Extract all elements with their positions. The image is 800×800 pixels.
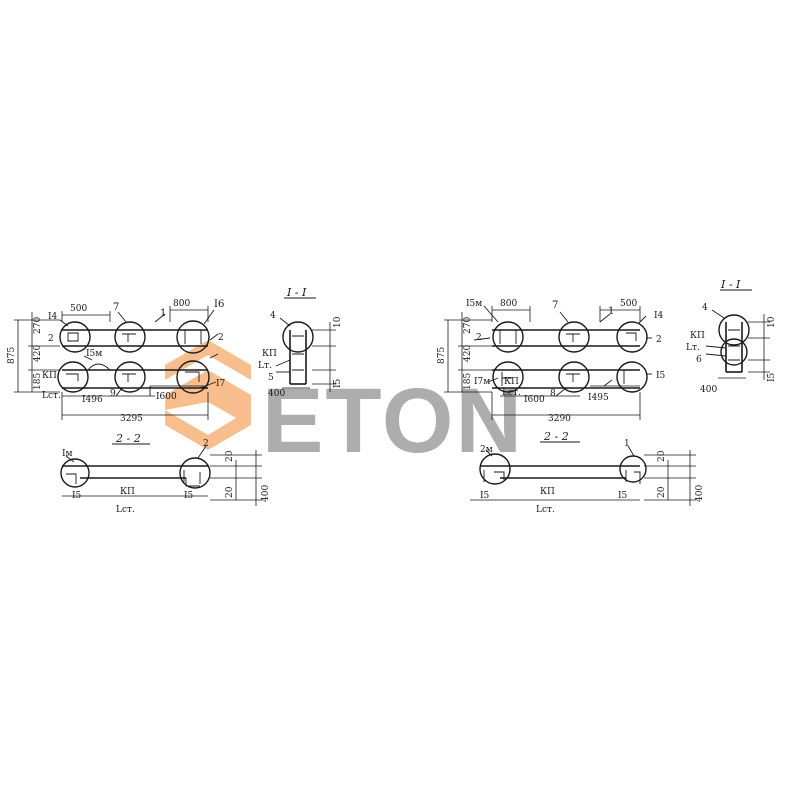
dim-3290-right: 3290 bbox=[548, 414, 571, 424]
note-kp-right: КП bbox=[504, 377, 519, 387]
dim-875: 875 bbox=[7, 347, 17, 364]
watermark-text: ETON bbox=[262, 370, 524, 472]
callout-2a-right: 2 bbox=[476, 333, 482, 343]
dim-420-right: 420 bbox=[463, 345, 473, 362]
callout-9: 9 bbox=[110, 389, 116, 399]
dim-1496: I496 bbox=[82, 395, 103, 405]
callout-7-right: 7 bbox=[552, 300, 558, 311]
dim-15s2-right: I5 bbox=[618, 491, 628, 501]
note-lst2-right: Lст. bbox=[536, 505, 555, 515]
dim-20b-left: 20 bbox=[225, 486, 235, 498]
dim-800-right: 800 bbox=[500, 299, 517, 309]
callout-14: I4 bbox=[48, 312, 58, 322]
section-2-title-left: 2 - 2 bbox=[115, 432, 141, 445]
right-section-1 bbox=[705, 289, 770, 380]
dim-15-right: I5 bbox=[767, 372, 777, 382]
dim-3295: 3295 bbox=[120, 414, 143, 424]
left-section-2-labels: 2 - 2 Iм 2 I5 КП Lст. I5 20 20 400 bbox=[62, 432, 271, 515]
note-lst2-left: Lст. bbox=[116, 505, 135, 515]
callout-17m-right: I7м bbox=[474, 377, 490, 387]
section-2-title-right: 2 - 2 bbox=[543, 430, 569, 443]
callout-2b: 2 bbox=[218, 333, 224, 343]
callout-1: 1 bbox=[160, 308, 166, 319]
watermark: ETON bbox=[165, 340, 524, 472]
note-kp: КП bbox=[42, 371, 57, 381]
watermark-logo-icon bbox=[165, 340, 251, 450]
dim-1495-right: I495 bbox=[588, 393, 609, 403]
right-plan-labels: I5м 800 7 1 500 I4 2 2 I7м КП Lст. I600 … bbox=[437, 299, 666, 424]
note-lst1-left: Lт. bbox=[258, 361, 272, 371]
right-plan bbox=[444, 305, 652, 420]
right-section-2-labels: 2 - 2 2м 1 I5 КП Lст. I5 20 20 400 bbox=[480, 430, 705, 515]
note-lst1-right: Lт. bbox=[686, 343, 700, 353]
callout-14-right: I4 bbox=[654, 311, 664, 321]
dim-400-right: 400 bbox=[700, 385, 717, 395]
right-section-1-labels: I - I 4 10 КП Lт. 6 400 I5 bbox=[686, 278, 777, 395]
note-kp1-right: КП bbox=[690, 331, 705, 341]
callout-15m-right: I5м bbox=[466, 299, 482, 309]
dim-400s-right: 400 bbox=[695, 485, 705, 502]
left-section-1 bbox=[275, 297, 336, 392]
dim-400s-left: 400 bbox=[261, 485, 271, 502]
note-kp2-right: КП bbox=[540, 487, 555, 497]
dim-10-right: 10 bbox=[767, 316, 777, 328]
callout-5-left: 5 bbox=[268, 373, 274, 383]
dim-15s-right: I5 bbox=[480, 491, 490, 501]
callout-16: I6 bbox=[214, 299, 224, 310]
dim-270: 270 bbox=[33, 317, 43, 334]
dim-185-right: 185 bbox=[463, 373, 473, 390]
dim-15s2-left: I5 bbox=[184, 491, 194, 501]
dim-185: 185 bbox=[33, 373, 43, 390]
left-plan-labels: 7 1 I6 I4 2 2 I5м 9 I7 500 800 270 875 4… bbox=[7, 299, 226, 424]
callout-2b-right: 2 bbox=[656, 335, 662, 345]
section-1-title-right: I - I bbox=[720, 278, 741, 291]
callout-2m-right: 2м bbox=[480, 445, 493, 455]
dim-270-right: 270 bbox=[463, 317, 473, 334]
note-kp2-left: КП bbox=[120, 487, 135, 497]
left-section-1-labels: I - I 4 10 КП Lт. 5 400 I5 bbox=[258, 286, 343, 399]
dim-20b-right: 20 bbox=[657, 486, 667, 498]
note-kp1-left: КП bbox=[262, 349, 277, 359]
dim-400-left: 400 bbox=[268, 389, 285, 399]
callout-6-right: 6 bbox=[696, 355, 702, 365]
right-section-2 bbox=[470, 441, 696, 506]
dim-500-right: 500 bbox=[620, 299, 637, 309]
left-plan bbox=[14, 306, 219, 420]
dim-15s-left: I5 bbox=[72, 491, 82, 501]
note-lst: Lст. bbox=[42, 391, 61, 401]
callout-15-right: I5 bbox=[656, 371, 666, 381]
callout-15m: I5м bbox=[86, 349, 102, 359]
callout-4-left: 4 bbox=[270, 311, 276, 321]
callout-2s-left: 2 bbox=[203, 439, 209, 449]
note-lst-right: Lст. bbox=[502, 388, 521, 398]
dim-500: 500 bbox=[70, 304, 87, 314]
callout-17: I7 bbox=[216, 379, 226, 389]
dim-1600-right: I600 bbox=[524, 395, 545, 405]
dim-800: 800 bbox=[173, 299, 190, 309]
dim-20a-right: 20 bbox=[657, 450, 667, 462]
section-1-title-left: I - I bbox=[286, 286, 307, 299]
callout-2a: 2 bbox=[48, 334, 54, 344]
callout-1m-left: Iм bbox=[62, 449, 73, 459]
dim-20a-left: 20 bbox=[225, 450, 235, 462]
callout-7: 7 bbox=[113, 302, 119, 313]
left-section-2 bbox=[60, 443, 262, 506]
callout-1s-right: 1 bbox=[624, 439, 630, 449]
dim-420: 420 bbox=[33, 345, 43, 362]
callout-1-right: 1 bbox=[608, 306, 614, 317]
callout-8-right: 8 bbox=[550, 389, 556, 399]
dim-10-left: 10 bbox=[333, 316, 343, 328]
dim-15-left: I5 bbox=[333, 378, 343, 388]
dim-1600: I600 bbox=[156, 392, 177, 402]
callout-4-right: 4 bbox=[702, 303, 708, 313]
dim-875-right: 875 bbox=[437, 347, 447, 364]
